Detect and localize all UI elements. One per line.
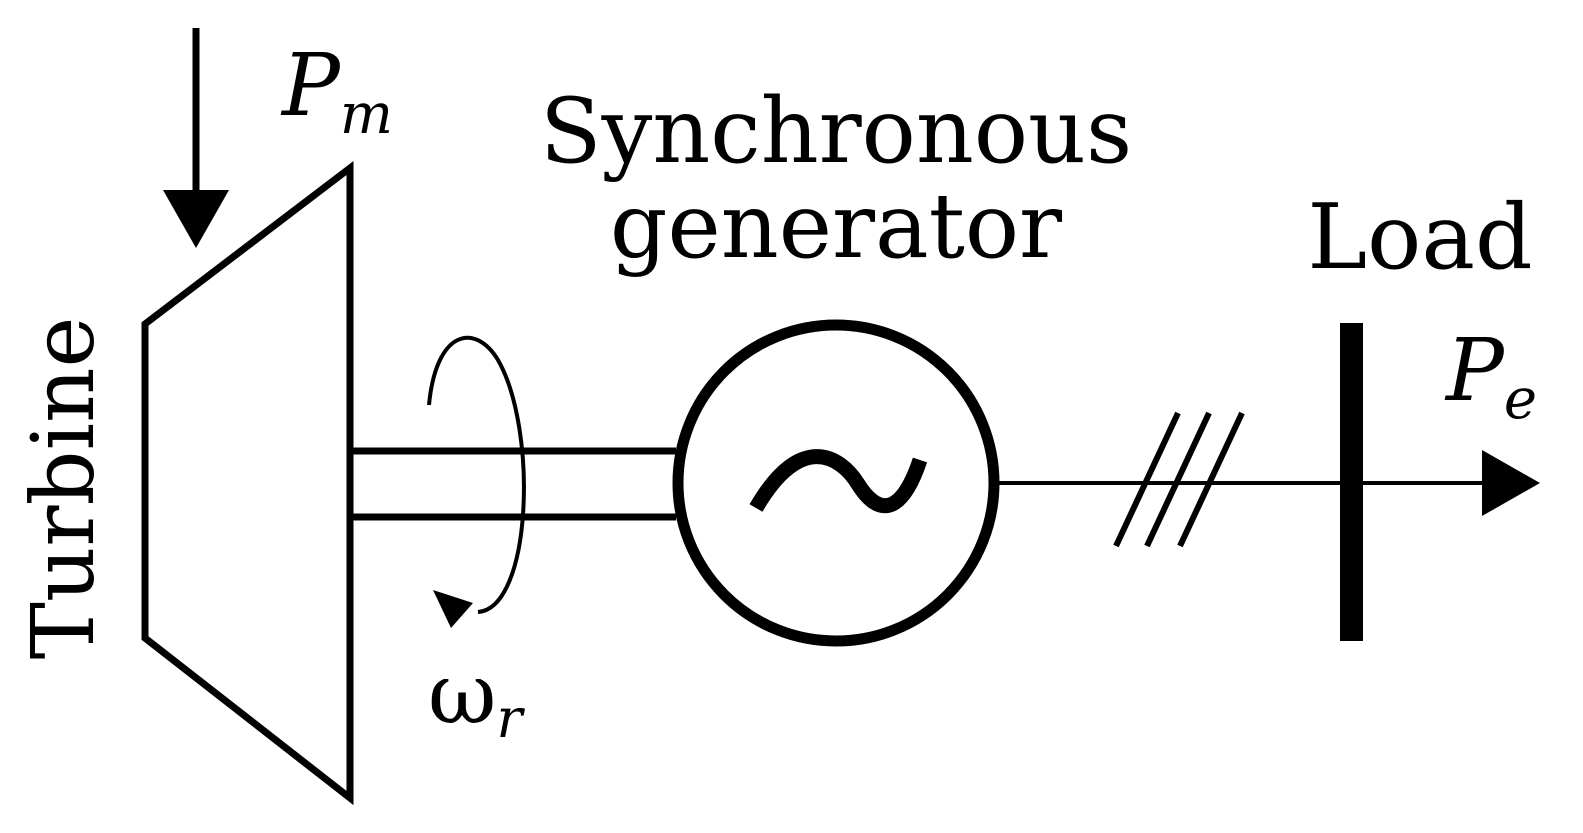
three-phase-icon bbox=[1113, 411, 1245, 548]
rotor-speed-label: ωr bbox=[428, 645, 526, 750]
load-bus-bar-icon bbox=[1340, 323, 1363, 641]
electrical-power-arrowhead bbox=[1482, 450, 1540, 516]
generator-label-line1: Synchronous bbox=[540, 79, 1132, 184]
ac-source-icon bbox=[749, 449, 928, 514]
turbine-icon bbox=[141, 160, 354, 806]
mechanical-power-label: Pm bbox=[280, 36, 393, 147]
generator-label-line2: generator bbox=[610, 174, 1063, 279]
turbine-label: Turbine bbox=[14, 317, 114, 660]
shaft bbox=[350, 447, 676, 521]
generator-icon bbox=[672, 319, 1000, 647]
electrical-power-label: Pe bbox=[1444, 321, 1537, 432]
load-label: Load bbox=[1307, 185, 1532, 290]
rotation-icon bbox=[427, 335, 526, 628]
mechanical-power-arrow bbox=[163, 28, 229, 248]
